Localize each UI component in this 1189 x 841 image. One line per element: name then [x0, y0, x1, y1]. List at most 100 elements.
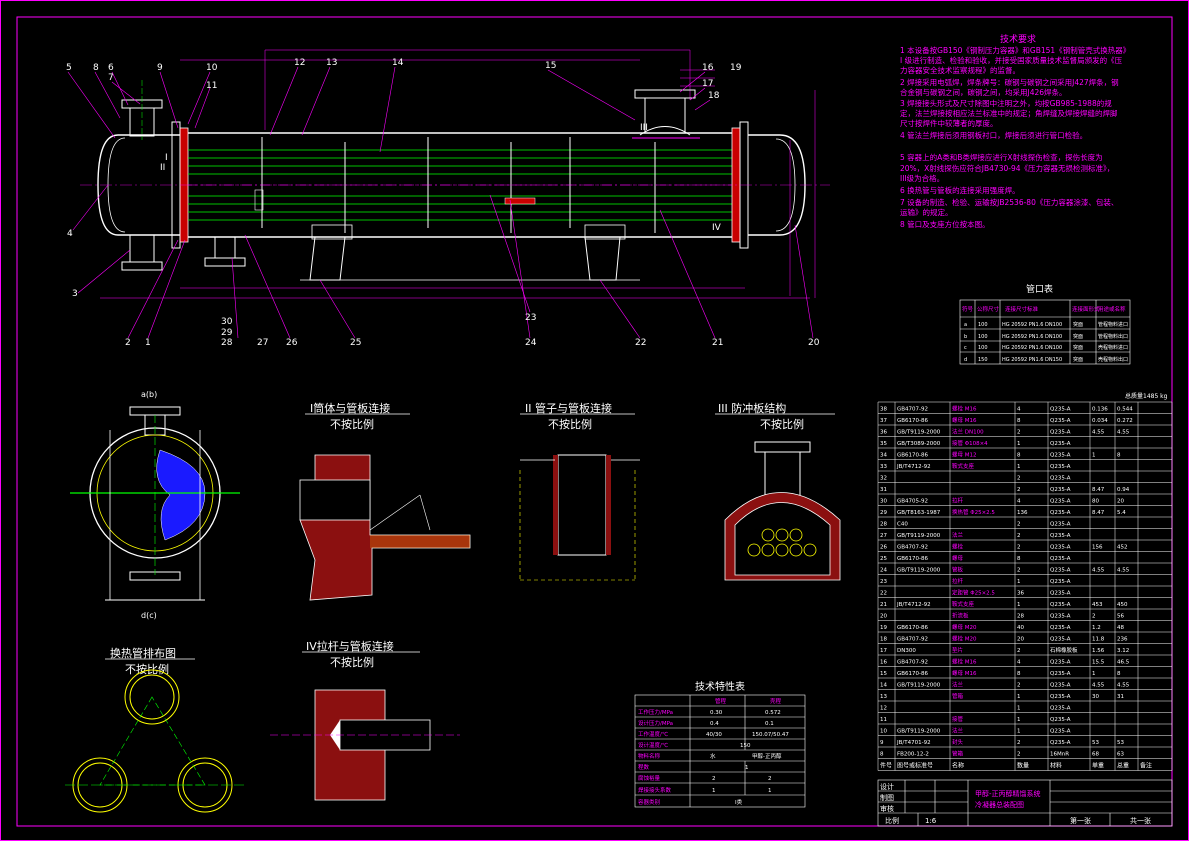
bom-cell: GB/T9119-2000 [897, 683, 941, 689]
bom-cell: GB/T9119-2000 [897, 568, 941, 574]
nozzle-header: 连接面形式 [1072, 305, 1100, 313]
bom-cell: 46.5 [1117, 660, 1130, 666]
nozzle-cell: b [964, 334, 967, 340]
bom-cell: 31 [1117, 694, 1124, 700]
nozzle-table-title: 管口表 [1026, 283, 1053, 295]
callout-number: 16 [702, 63, 714, 73]
bom-cell: Q235-A [1050, 556, 1071, 562]
bom-cell: 8.47 [1092, 487, 1105, 493]
bom-cell: 8 [1017, 671, 1021, 677]
title-role: 审核 [880, 804, 894, 813]
bom-cell: 36 [880, 430, 887, 436]
bom-note: 总质量1485 kg [1125, 392, 1168, 400]
tech-char-value: 1 [745, 765, 749, 771]
bom-cell: C40 [897, 522, 908, 528]
nozzle-table: 管口表 符号 公称尺寸 连接尺寸标准 连接面形式 用途或名称 a 100 HG … [959, 283, 1131, 365]
bom-cell: 22 [880, 591, 887, 597]
title-role: 设计 [880, 782, 894, 791]
layout-title: 换热管排布图 [110, 646, 176, 660]
tech-char-value: I类 [735, 798, 743, 806]
callout-number: 17 [702, 79, 713, 89]
callout-number: 29 [221, 328, 233, 338]
bom-cell: Q235-A [1050, 625, 1071, 631]
tech-req-line: III级为合格。 [900, 173, 944, 183]
bom-cell: 鞍式支座 [952, 600, 975, 608]
bom-cell: 1.2 [1092, 625, 1101, 631]
cross-section-view: a(b) d(c) [70, 390, 240, 620]
bom-cell: Q235-A [1050, 430, 1071, 436]
bom-header-cell: 件号 [880, 762, 892, 770]
bom-cell: 20 [1117, 499, 1124, 505]
bom-cell: Q235-A [1050, 545, 1071, 551]
callout-number: 11 [206, 81, 217, 91]
bom-cell: 8 [1017, 453, 1021, 459]
bom-cell: GB4707-92 [897, 660, 928, 666]
tech-req-line: 8 管口及支座方位按本图。 [900, 219, 990, 229]
nozzle-cell: 管程物料进口 [1098, 321, 1128, 328]
tech-req-line: 7 设备的制造、检验、运输按JB2536-80《压力容器涂漆、包装、 [900, 197, 1118, 207]
bom-cell: 1 [1017, 602, 1021, 608]
bom-cell: GB/T8163-1987 [897, 510, 941, 516]
bom-cell: Q235-A [1050, 407, 1071, 413]
callout-number: 1 [145, 338, 151, 348]
tech-req-line: 1 本设备按GB150《钢制压力容器》和GB151《钢制管壳式换热器》 [900, 45, 1130, 55]
bom-cell: 4.55 [1117, 683, 1130, 689]
bom-cell: JB/T4701-92 [896, 740, 931, 746]
bom-cell: 53 [1117, 740, 1124, 746]
bom-cell: 2 [1017, 740, 1021, 746]
bom-cell: 2 [1017, 487, 1021, 493]
bom-cell: GB/T9119-2000 [897, 430, 941, 436]
bom-cell: 拉杆 [952, 497, 964, 505]
tech-req-line: 定，法兰焊接按相应法兰标准中的规定；角焊缝及焊接焊缝的焊脚 [900, 108, 1118, 118]
bom-cell: 31 [880, 487, 887, 493]
bom-cell: 19 [880, 625, 887, 631]
tech-req-line: 6 换热管与管板的连接采用强度焊。 [900, 185, 1020, 195]
bom-cell: 垫片 [952, 646, 963, 654]
nozzle-cell: HG 20592 PN1.6 DN100 [1002, 334, 1062, 340]
bom-cell: 5.4 [1117, 510, 1126, 516]
callout-number: 25 [350, 338, 361, 348]
bom-cell: 20 [1017, 637, 1024, 643]
nozzle-cell: 突面 [1073, 344, 1083, 351]
bom-cell: 48 [1117, 625, 1124, 631]
nozzle-cell: 突面 [1073, 321, 1083, 328]
bom-cell: 11.8 [1092, 637, 1105, 643]
detail-IV-title: IV拉杆与管板连接 [306, 639, 394, 653]
bom-cell: Q235-A [1050, 522, 1071, 528]
scale-label: 比例 [885, 816, 899, 825]
bom-cell: 法兰 [952, 727, 964, 735]
bom-cell: 1.56 [1092, 648, 1105, 654]
tech-char-label: 程数 [638, 763, 650, 771]
title-block: 设计 制图 审核 甲醇-正丙醇精馏系统 冷凝器总装配图 比例 1:6 第一张 共… [877, 779, 1173, 827]
tech-char-header: 管程 [715, 697, 727, 705]
bom-cell: GB4707-92 [897, 637, 928, 643]
bom-cell: JB/T4712-92 [896, 602, 931, 608]
project-name: 甲醇-正丙醇精馏系统 [975, 789, 1041, 798]
bom-cell: 法兰 [952, 681, 964, 689]
tech-req-line: 运输》的规定。 [900, 207, 953, 217]
bom-cell: 30 [1092, 694, 1099, 700]
bom-cell: 8 [1117, 671, 1121, 677]
nozzle-header: 连接尺寸标准 [1005, 305, 1039, 313]
tech-char-label: 焊接接头系数 [638, 786, 672, 794]
bom-cell: 40 [1017, 625, 1024, 631]
bom-cell: Q235-A [1050, 476, 1071, 482]
bom-cell: Q235-A [1050, 499, 1071, 505]
detail-II-title: II 管子与管板连接 [525, 401, 612, 415]
nozzle-cell: d [964, 357, 967, 363]
bom-cell: Q235-A [1050, 740, 1071, 746]
bom-cell: 33 [880, 464, 887, 470]
layout-subtitle: 不按比例 [125, 662, 169, 676]
nozzle-cell: HG 20592 PN1.6 DN100 [1002, 345, 1062, 351]
tech-char-value: 150.07/50.47 [752, 732, 789, 738]
tech-char-value: 2 [712, 776, 716, 782]
bom-cell: 4.55 [1092, 568, 1105, 574]
bom-cell: 管箱 [952, 750, 964, 758]
marker-III: III [640, 123, 648, 133]
callout-number: 21 [712, 338, 723, 348]
tech-char-value: 150 [740, 743, 751, 749]
tech-char-label: 腐蚀裕量 [638, 774, 661, 782]
tech-req-line: 力容器安全技术监察规程》的监督。 [900, 65, 1020, 75]
tech-char-value: 0.30 [710, 710, 723, 716]
tech-char-label: 工作压力/MPa [638, 708, 673, 716]
